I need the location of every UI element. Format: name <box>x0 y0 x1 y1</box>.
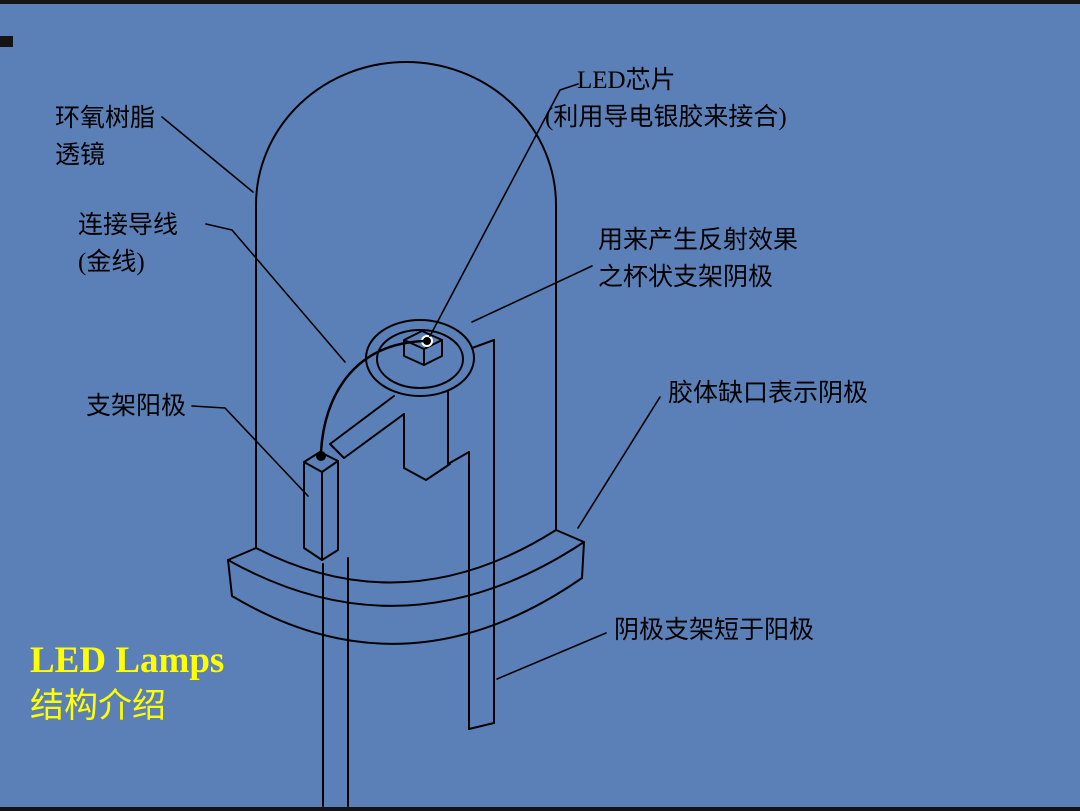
leader-reflector-cup <box>471 265 593 323</box>
label-anode-frame: 支架阳极 <box>86 388 186 425</box>
slide-title-line1: LED Lamps <box>30 640 225 681</box>
anode-lead <box>322 557 349 807</box>
led-chip-cube <box>403 330 443 366</box>
anode-post <box>303 451 339 561</box>
label-cathode-short: 阴极支架短于阳极 <box>614 612 814 649</box>
label-epoxy-lens-line1: 环氧树脂 <box>55 105 156 132</box>
leader-lines <box>161 83 661 680</box>
slide-title: LED Lamps 结构介绍 <box>30 638 224 730</box>
edge-tick-mark <box>0 36 13 47</box>
label-gold-wire-line2: (金线) <box>78 249 145 276</box>
label-epoxy-lens: 环氧树脂 透镜 <box>55 100 155 174</box>
leader-cathode-short <box>496 632 607 680</box>
leader-anode-frame <box>191 405 309 497</box>
leader-led-chip <box>429 83 579 337</box>
label-reflector-cup-line1: 用来产生反射效果 <box>598 227 799 254</box>
wire-bond-dot-anode <box>316 451 326 461</box>
label-led-chip-line1: LED芯片 <box>577 67 676 94</box>
label-body-notch: 胶体缺口表示阴极 <box>668 375 868 412</box>
flange-outline <box>227 529 585 645</box>
label-led-chip-line2: (利用导电银胶来接合) <box>545 104 787 131</box>
label-body-notch-text: 胶体缺口表示阴极 <box>668 380 869 407</box>
leader-body-notch <box>577 396 661 529</box>
cathode-lead <box>468 339 495 730</box>
bond-wire-curve <box>319 339 426 454</box>
label-gold-wire: 连接导线 (金线) <box>78 207 178 281</box>
label-epoxy-lens-line2: 透镜 <box>55 142 106 169</box>
label-anode-frame-text: 支架阳极 <box>86 393 187 420</box>
leader-epoxy-lens <box>161 116 254 193</box>
label-cathode-short-text: 阴极支架短于阳极 <box>614 617 815 644</box>
slide-title-line2: 结构介绍 <box>30 688 166 725</box>
label-reflector-cup-line2: 之杯状支架阴极 <box>598 264 774 291</box>
epoxy-dome-outline <box>255 61 557 584</box>
label-gold-wire-line1: 连接导线 <box>78 212 179 239</box>
label-led-chip: LED芯片 (利用导电银胶来接合) <box>545 62 787 136</box>
label-reflector-cup: 用来产生反射效果 之杯状支架阴极 <box>598 222 798 296</box>
leader-gold-wire <box>205 223 346 363</box>
